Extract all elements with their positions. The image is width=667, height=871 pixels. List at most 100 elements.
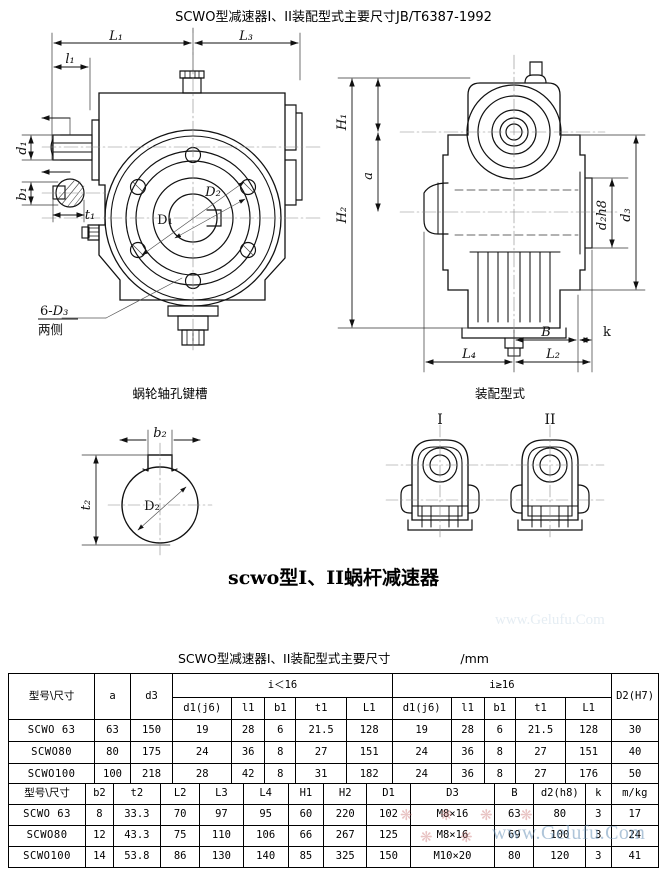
cell-d2-h8: 120: [533, 846, 587, 868]
subheader-ge-b1: b1: [483, 697, 516, 720]
cell-a: 63: [94, 719, 131, 742]
cell-d2-h8: 100: [533, 825, 587, 847]
cell-L2: 86: [160, 846, 201, 868]
cell-ge-t1: 27: [514, 741, 567, 764]
cell-H2: 325: [323, 846, 368, 868]
page-title: SCWO型减速器I、II装配型式主要尺寸JB/T6387-1992: [175, 10, 492, 25]
cell-D3: M8×16: [409, 825, 496, 847]
label-k: k: [603, 325, 611, 340]
cell-D1: 150: [366, 846, 411, 868]
header-group-i-ge-16: i≥16: [391, 673, 613, 698]
header-b2: b2: [85, 783, 114, 805]
label-b1: b₁: [15, 187, 30, 201]
cell-L2: 70: [160, 804, 201, 826]
label-assembly-II: II: [544, 412, 555, 428]
cell-lt-l1: 28: [231, 719, 266, 742]
header-D1: D1: [366, 783, 411, 805]
subheader-lt-L1: L1: [345, 697, 393, 720]
header-L3: L3: [199, 783, 244, 805]
subheader-lt-t1: t1: [295, 697, 347, 720]
cell-b2: 14: [85, 846, 114, 868]
header-L2: L2: [160, 783, 201, 805]
cell-L3: 130: [199, 846, 244, 868]
cell-H1: 60: [287, 804, 325, 826]
caption-keyway: 蜗轮轴孔键槽: [132, 386, 208, 401]
cell-ge-l1: 28: [450, 719, 485, 742]
cell-lt-t1: 21.5: [295, 719, 347, 742]
cell-k: 3: [585, 846, 612, 868]
table-row: 型号\尺寸 b2 t2 L2 L3 L4 H1 H2 D1 D3 B d2(h8…: [7, 783, 660, 805]
table-row: SCWO80 12 43.3 75 110 106 66 267 125 M8×…: [7, 825, 660, 847]
cell-ge-L1: 128: [565, 719, 613, 742]
cell-ge-l1: 36: [450, 741, 485, 764]
cell-k: 3: [585, 804, 612, 826]
label-L3: L₃: [238, 29, 253, 44]
label-H1: H₁: [335, 114, 350, 132]
cell-ge-d1: 24: [391, 741, 452, 764]
subheader-ge-d1: d1(j6): [391, 697, 452, 720]
header-group-i-lt-16: i＜16: [172, 673, 393, 698]
table-row: SCWO100 14 53.8 86 130 140 85 325 150 M1…: [7, 846, 660, 868]
cell-L3: 110: [199, 825, 244, 847]
cell-D2: 50: [611, 763, 659, 786]
table-unit-label: /mm: [460, 651, 489, 666]
dimension-table-1: 型号\尺寸 a d3 i＜16 i≥16 D2(H7) d1(j6) l1 b1…: [7, 673, 659, 786]
cell-ge-t1: 21.5: [514, 719, 567, 742]
cell-model: SCWO 63: [7, 719, 96, 742]
cell-B: 69: [494, 825, 535, 847]
cell-D3: M8×16: [409, 804, 496, 826]
cell-d2-h8: 80: [533, 804, 587, 826]
table-row: SCWO80 80 175 24 36 8 27 151 24 36 8 27 …: [7, 741, 659, 764]
label-t2: t₂: [79, 500, 94, 510]
table-row: SCWO 63 8 33.3 70 97 95 60 220 102 M8×16…: [7, 804, 660, 826]
caption-assembly-type: 装配型式: [474, 386, 525, 401]
cell-ge-b1: 6: [483, 719, 516, 742]
header-d3: d3: [129, 673, 174, 720]
header-L4: L4: [242, 783, 289, 805]
cell-lt-L1: 151: [345, 741, 393, 764]
header-model: 型号\尺寸: [7, 783, 87, 805]
cell-B: 80: [494, 846, 535, 868]
cell-D2: 40: [611, 741, 659, 764]
label-assembly-I: I: [437, 412, 443, 428]
cell-mass: 41: [610, 846, 660, 868]
label-t1: t₁: [85, 208, 95, 223]
cell-lt-l1: 36: [231, 741, 266, 764]
label-b2: b₂: [153, 426, 167, 441]
label-L1: L₁: [108, 29, 123, 44]
label-D2-keyway: D₂: [144, 499, 160, 514]
cell-t2: 53.8: [112, 846, 162, 868]
subheader-ge-L1: L1: [565, 697, 613, 720]
cell-lt-d1: 19: [172, 719, 233, 742]
cell-lt-b1: 6: [264, 719, 297, 742]
cell-H1: 66: [287, 825, 325, 847]
label-d3: d₃: [619, 208, 634, 222]
cell-H2: 267: [323, 825, 368, 847]
header-H2: H2: [323, 783, 368, 805]
header-a: a: [94, 673, 131, 720]
cell-lt-d1: 24: [172, 741, 233, 764]
cell-B: 63: [494, 804, 535, 826]
label-H2: H₂: [335, 207, 350, 225]
subheader-lt-d1: d1(j6): [172, 697, 233, 720]
cell-L4: 95: [242, 804, 289, 826]
label-D1: D₁: [157, 213, 173, 228]
cell-H1: 85: [287, 846, 325, 868]
cell-D1: 125: [366, 825, 411, 847]
cell-L3: 97: [199, 804, 244, 826]
cell-t2: 33.3: [112, 804, 162, 826]
table-section-title: SCWO型减速器I、II装配型式主要尺寸/mm: [0, 648, 667, 667]
cell-mass: 17: [610, 804, 660, 826]
cell-t2: 43.3: [112, 825, 162, 847]
engineering-drawing: L₁ L₃ l₁ d₁ b₁ t₁ D₁ D₂ H₁ H₂ a d₂h8 d₃ …: [15, 27, 646, 556]
cell-b2: 8: [85, 804, 114, 826]
subheader-ge-l1: l1: [450, 697, 485, 720]
table-section-title-text: SCWO型减速器I、II装配型式主要尺寸: [178, 651, 391, 666]
cell-k: 3: [585, 825, 612, 847]
cell-ge-d1: 19: [391, 719, 452, 742]
subheader-lt-b1: b1: [264, 697, 297, 720]
cell-L2: 75: [160, 825, 201, 847]
label-d1: d₁: [15, 141, 30, 155]
header-model: 型号\尺寸: [7, 673, 96, 720]
